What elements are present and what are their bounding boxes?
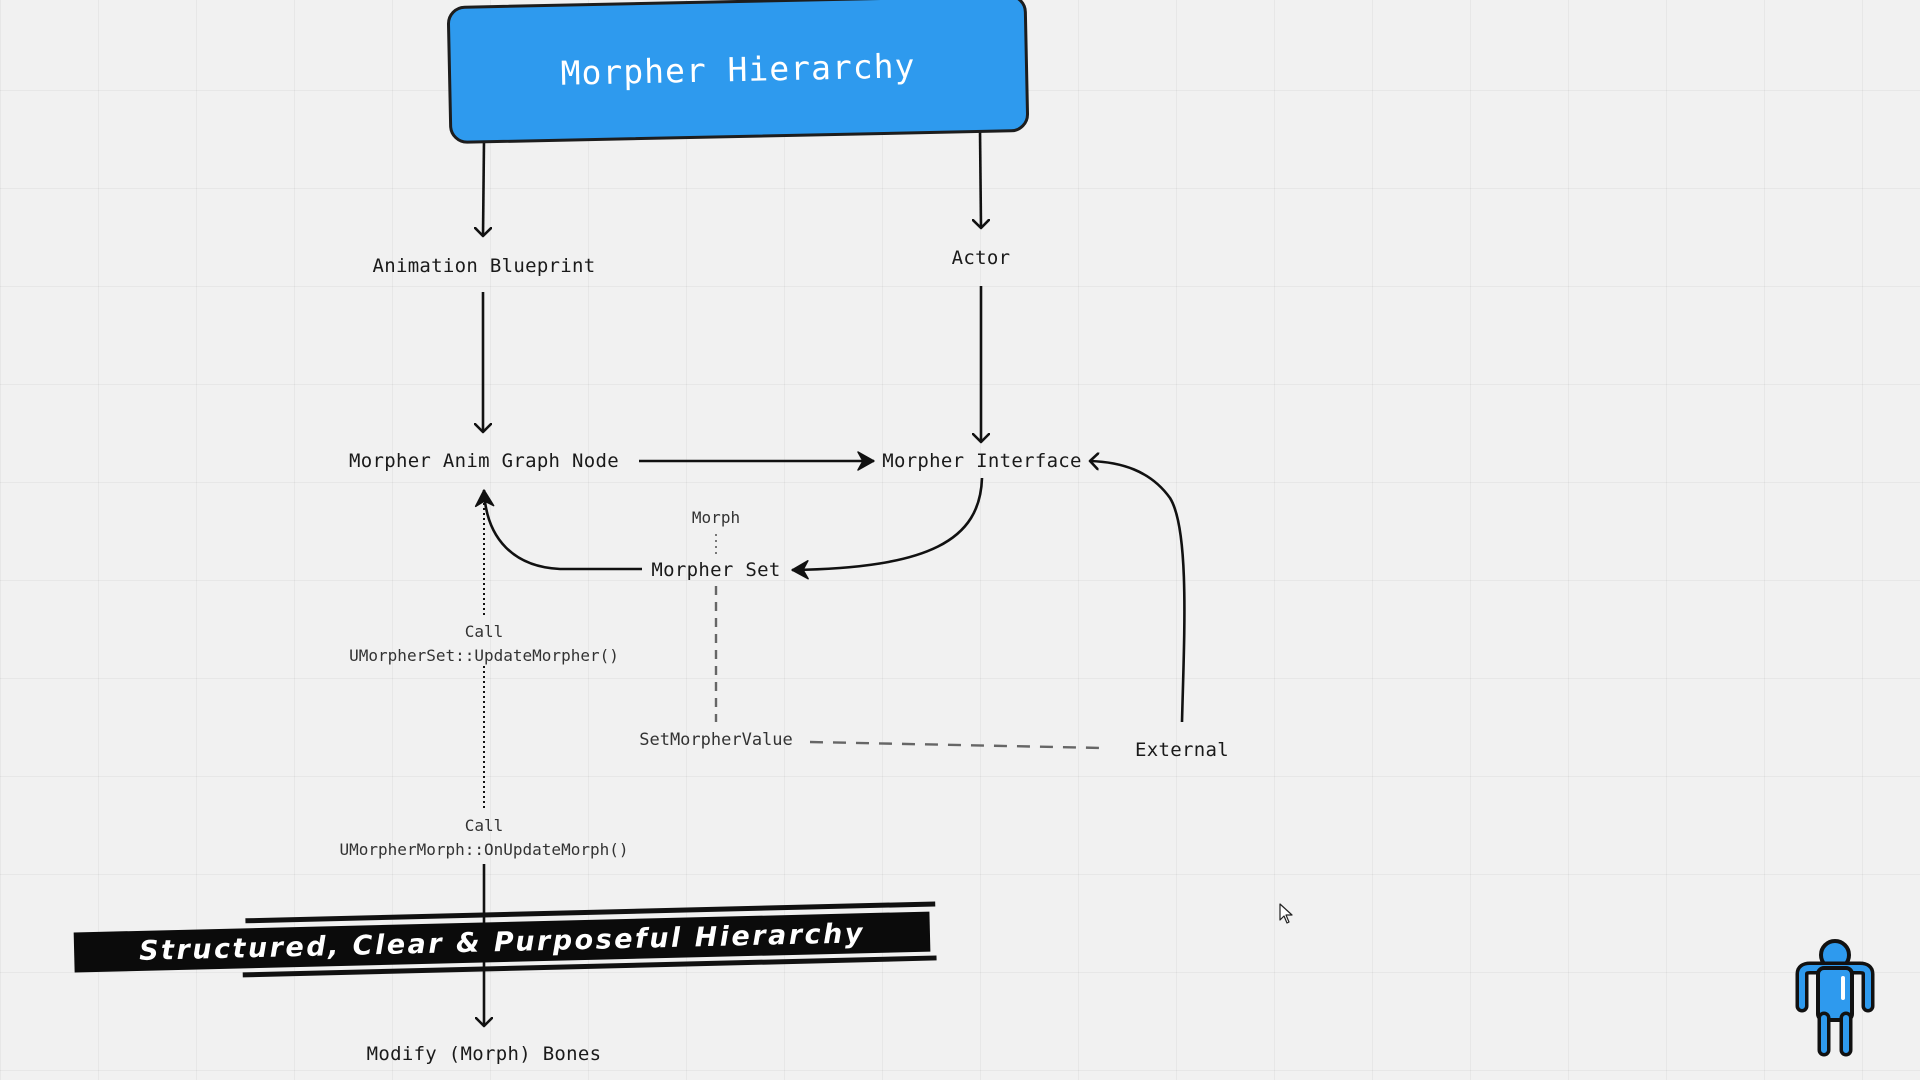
label-call-1: Call [464,622,504,641]
label-call-1-function: UMorpherSet::UpdateMorpher() [349,646,619,665]
dashed-external-to-setvalue [809,740,1105,750]
node-set-morpher-value: SetMorpherValue [639,730,793,750]
node-anim-graph-node: Morpher Anim Graph Node [349,450,619,472]
label-call-update-morpher: Call UMorpherSet::UpdateMorpher() [349,620,619,668]
arrow-title-to-actor [980,129,981,228]
title-box: Morpher Hierarchy [446,0,1030,145]
node-actor: Actor [951,247,1011,269]
node-morpher-set: Morpher Set [651,559,781,581]
arrow-title-to-anim-blueprint [483,139,484,236]
arrow-morpher-set-to-graph-node [474,489,642,571]
label-morph: Morph [691,508,741,527]
label-call-2: Call [464,816,504,835]
mouse-cursor-icon [1279,903,1293,924]
diagram-title: Morpher Hierarchy [560,45,916,93]
arrow-external-to-interface [1090,461,1186,723]
person-mascot-icon [1795,939,1875,1057]
arrow-interface-to-morpher-set [791,477,984,580]
node-external: External [1135,739,1229,761]
label-call-on-update-morph: Call UMorpherMorph::OnUpdateMorph() [340,814,629,862]
node-morpher-interface: Morpher Interface [882,450,1082,472]
label-call-2-function: UMorpherMorph::OnUpdateMorph() [339,840,629,859]
node-animation-blueprint: Animation Blueprint [372,255,596,277]
node-modify-bones: Modify (Morph) Bones [366,1043,602,1065]
